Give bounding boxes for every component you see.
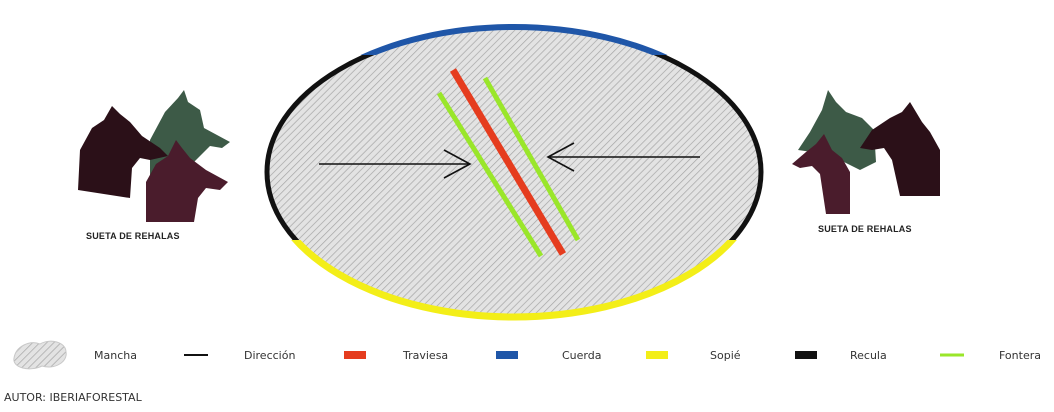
hound-group-right-icon	[792, 90, 940, 214]
legend-label-traviesa: Traviesa	[403, 349, 449, 362]
direction-arrow-right	[546, 142, 700, 172]
recula-border-left	[264, 55, 375, 255]
hound-group-label-right: SUETA DE REHALAS	[818, 224, 912, 234]
legend-label-mancha: Mancha	[94, 349, 137, 362]
hound-group-left-icon	[78, 90, 230, 222]
legend-label-recula: Recula	[850, 349, 887, 362]
hound-group-label-left: SUETA DE REHALAS	[86, 231, 180, 241]
cuerda-border	[360, 24, 668, 55]
direction-arrow-left	[319, 149, 472, 179]
traviesa-line	[449, 68, 567, 256]
fontera-line-left	[436, 91, 544, 258]
recula-border-right	[653, 55, 764, 245]
legend-recula-swatch	[795, 351, 817, 359]
legend-label-direccion: Dirección	[244, 349, 296, 362]
legend-sopie-swatch	[646, 351, 668, 359]
legend-cuerda-swatch	[496, 351, 518, 359]
author-credit: AUTOR: IBERIAFORESTAL	[4, 391, 142, 404]
sopie-border	[291, 240, 737, 321]
legend-label-fontera: Fontera	[999, 349, 1041, 362]
legend-symbols	[13, 340, 964, 370]
legend-mancha-icon	[13, 340, 67, 370]
legend-label-sopie: Sopié	[710, 349, 741, 362]
legend-label-cuerda: Cuerda	[562, 349, 602, 362]
fontera-line-right	[482, 76, 581, 242]
legend-traviesa-swatch	[344, 351, 366, 359]
